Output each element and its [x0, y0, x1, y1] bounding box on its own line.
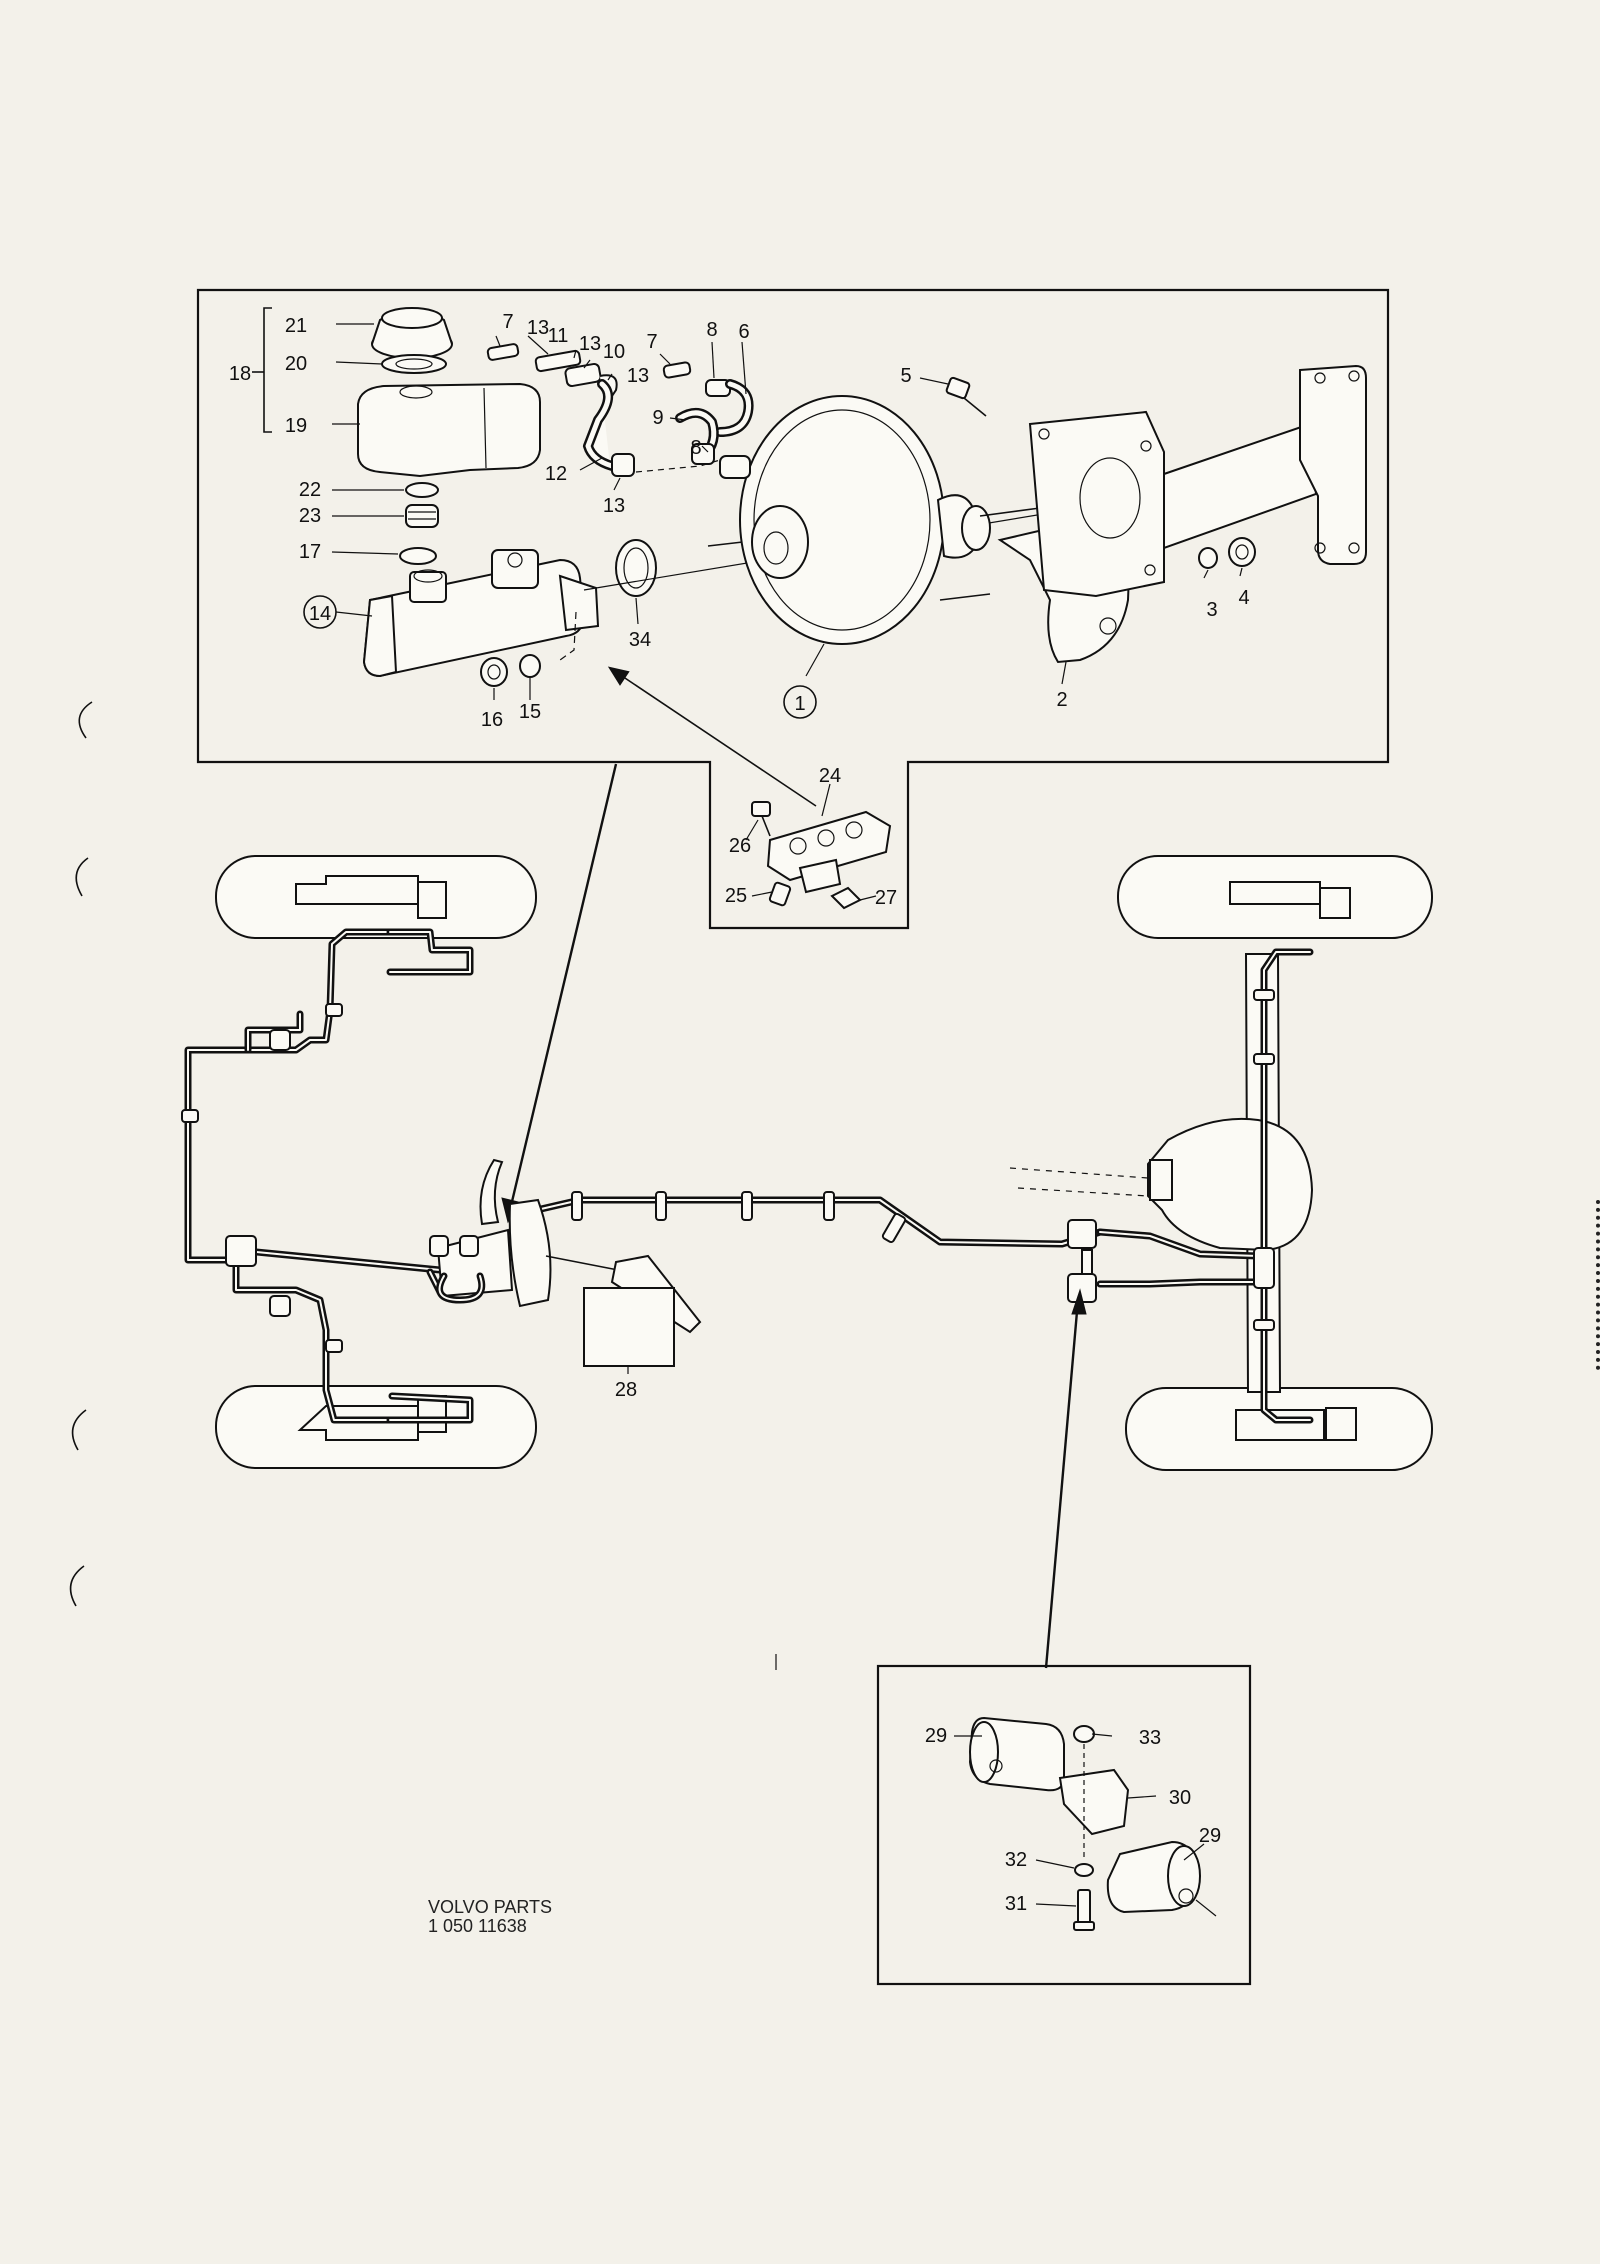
reservoir-seal: [381, 354, 447, 374]
callout-16: 16: [481, 709, 503, 731]
callout-17: 17: [299, 541, 321, 563]
callout-25: 25: [725, 885, 747, 907]
callout-29b: 29: [1199, 1825, 1221, 1847]
vacuum-hose-assembly: [486, 343, 754, 479]
callout-3: 3: [1206, 599, 1217, 621]
callout-24: 24: [819, 765, 841, 787]
callout-30: 30: [1169, 1787, 1191, 1809]
nut-4: [1228, 537, 1256, 567]
callout-6: 6: [738, 321, 749, 343]
valve-assembly: [968, 1716, 1217, 1931]
brake-lines: [184, 928, 1314, 1424]
callout-34: 34: [629, 629, 651, 651]
detail-panel-bottom: [876, 1664, 1252, 1986]
callout-11: 11: [548, 325, 569, 347]
callout-13a: 13: [527, 317, 549, 339]
bolt-5: [945, 376, 987, 417]
seal-17: [399, 547, 437, 565]
wheel-rear-left: [215, 1385, 537, 1469]
callout-7b: 7: [646, 331, 657, 353]
footer-brand: VOLVO PARTS: [428, 1897, 553, 1917]
washer-3: [1198, 547, 1218, 569]
leader-lines-bottom: [954, 1733, 1205, 1907]
callout-7a: 7: [502, 311, 513, 333]
callout-32: 32: [1005, 1849, 1027, 1871]
brake-fluid-reservoir: [357, 382, 541, 478]
callout-21: 21: [285, 315, 307, 337]
wheel-front-left: [215, 855, 537, 939]
washer-15: [519, 654, 541, 678]
line-clips: [181, 989, 1275, 1353]
callout-15: 15: [519, 701, 541, 723]
callout-20: 20: [285, 353, 307, 375]
callout-numbers: 1 14 21 20 18 19 22 23 17 16 15 34 7 13 …: [229, 311, 1250, 1915]
reservoir-cap: [371, 307, 453, 359]
distribution-block: [745, 783, 892, 910]
catalog-reference: VOLVO PARTS 1 050 11638: [428, 1898, 628, 1936]
callout-10: 10: [603, 341, 625, 363]
bracket-18: [263, 307, 272, 433]
callout-8b: 8: [690, 437, 701, 459]
callout-4: 4: [1238, 587, 1249, 609]
callout-31: 31: [1005, 1893, 1027, 1915]
callout-23: 23: [299, 505, 321, 527]
binder-marks: [69, 701, 93, 1607]
callout-12: 12: [545, 463, 567, 485]
nut-16: [480, 657, 508, 687]
gasket-34: [615, 539, 657, 597]
arrow-booster-to-block: [609, 667, 817, 807]
callout-22: 22: [299, 479, 321, 501]
callout-27: 27: [875, 887, 897, 909]
callout-29a: 29: [925, 1725, 947, 1747]
master-cylinder: [362, 549, 600, 678]
callout-13c: 13: [627, 365, 649, 387]
firewall-plate: [1028, 410, 1165, 598]
callout-13b: 13: [579, 333, 601, 355]
arrow-inset-to-valve: [1044, 1299, 1080, 1669]
rear-brake-valves: [1067, 1219, 1097, 1303]
callout-1: 1: [794, 693, 805, 715]
callout-5: 5: [900, 365, 911, 387]
callout-2: 2: [1056, 689, 1067, 711]
pedal-mount-arm: [1163, 364, 1367, 565]
callout-28: 28: [615, 1379, 637, 1401]
callout-19: 19: [285, 415, 307, 437]
footer-part-number: 1 050 11638: [428, 1916, 527, 1936]
strainer-23: [405, 504, 439, 528]
callout-18: 18: [229, 363, 251, 385]
brake-booster: [739, 395, 1041, 645]
leader-lines-top: [331, 323, 1243, 700]
callout-14: 14: [309, 603, 331, 625]
detail-panel-top: [196, 288, 1390, 930]
callout-8a: 8: [706, 319, 717, 341]
page-edge-marker: [1588, 1200, 1600, 1370]
callout-9: 9: [652, 407, 663, 429]
wheel-rear-right: [1125, 1387, 1433, 1471]
callout-33: 33: [1139, 1727, 1161, 1749]
callout-26: 26: [729, 835, 751, 857]
pedal-assembly: [429, 1158, 702, 1374]
wheel-front-right: [1117, 855, 1433, 939]
circled-callout-1: [783, 685, 817, 719]
callout-13d: 13: [603, 495, 625, 517]
arrow-panel-to-car: [508, 763, 618, 1211]
seal-22: [405, 482, 439, 498]
circled-callout-14: [303, 595, 337, 629]
